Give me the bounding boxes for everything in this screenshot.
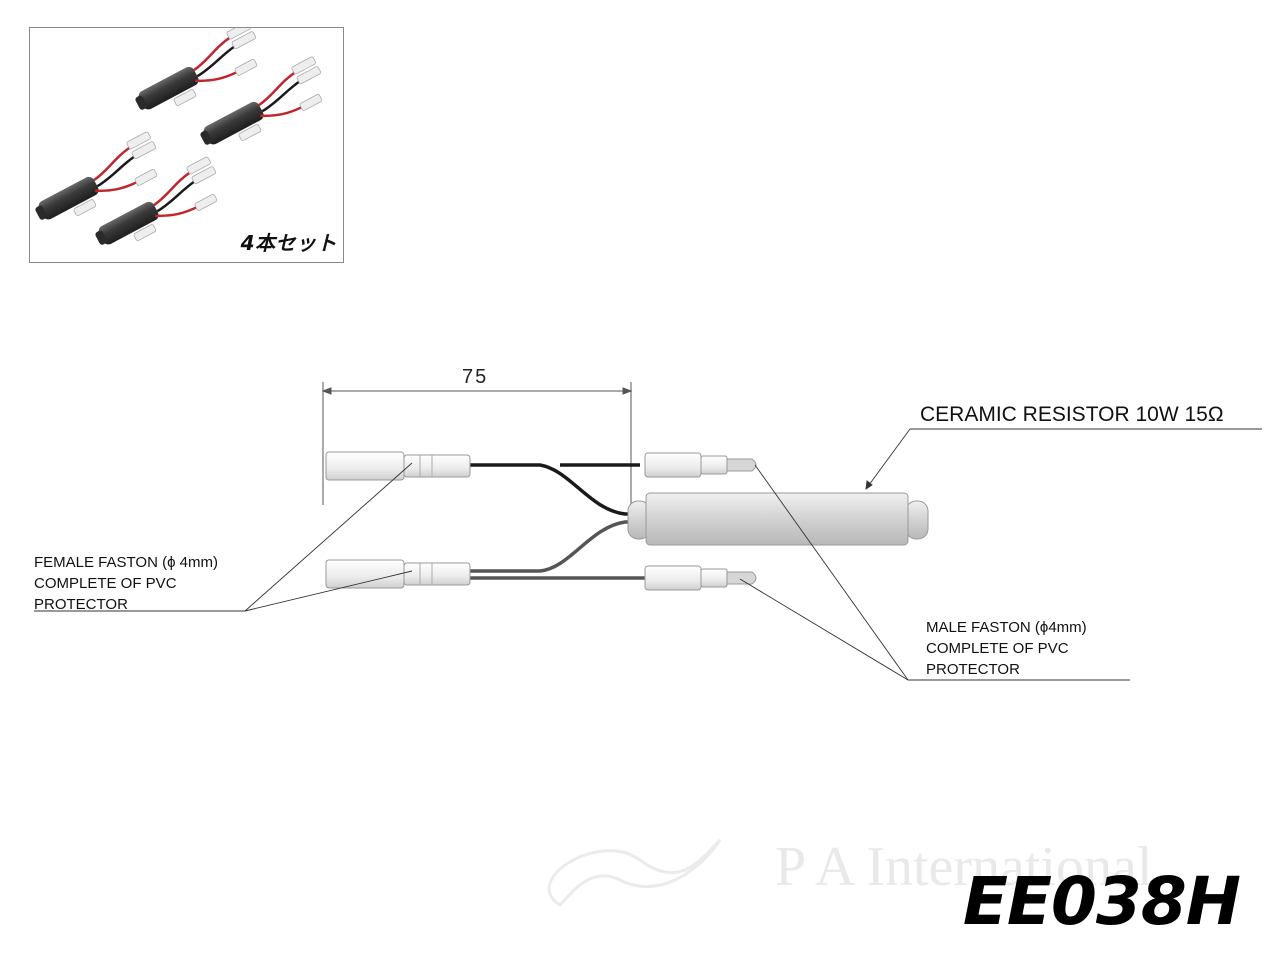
dimension-line [321, 382, 633, 505]
product-photo-inset: 4本セット [29, 27, 344, 263]
resistor-callout: CERAMIC RESISTOR 10W 15Ω [920, 403, 1224, 426]
female-faston-top [325, 451, 471, 481]
inset-caption: 4本セット [240, 231, 337, 255]
resistor-unit [200, 56, 323, 145]
resistor-set-illustration [35, 28, 323, 245]
watermark-logo [547, 838, 722, 907]
product-code: EE038H [962, 863, 1241, 940]
male-faston-callout: MALE FASTON (ϕ4mm) COMPLETE OF PVC PROTE… [926, 619, 1087, 678]
male-faston-top [644, 452, 757, 478]
resistor-unit [35, 131, 158, 220]
female-faston-bottom [325, 559, 471, 589]
wires [470, 463, 645, 580]
male-faston-bottom [644, 565, 757, 591]
resistor-unit [95, 156, 218, 245]
resistor-unit [135, 28, 258, 110]
female-faston-callout: FEMALE FASTON (ϕ 4mm) COMPLETE OF PVC PR… [34, 554, 218, 613]
dimension-label: 75 [462, 366, 489, 388]
ceramic-resistor [627, 492, 929, 546]
